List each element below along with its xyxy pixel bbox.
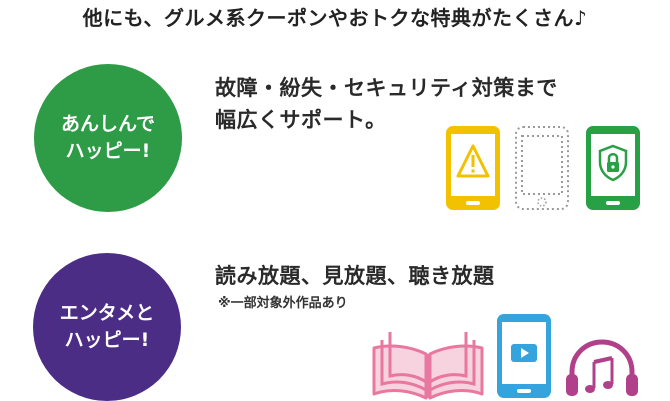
badge-line-2: ハッピー! bbox=[64, 329, 150, 351]
badge-line-1: あんしんで bbox=[60, 113, 156, 135]
tablet-play-icon bbox=[497, 314, 551, 398]
badge-line-2: ハッピー! bbox=[65, 140, 151, 162]
title-line-1: 読み放題、見放題、聴き放題 bbox=[215, 264, 495, 288]
title-line-1: 故障・紛失・セキュリティ対策まで bbox=[215, 76, 558, 100]
title-line-2: 幅広くサポート。 bbox=[215, 108, 387, 132]
open-book-icon bbox=[372, 332, 484, 400]
phone-shield-icon bbox=[586, 126, 640, 210]
badge-line-1: エンタメと bbox=[59, 302, 155, 324]
phone-warning-icon bbox=[446, 126, 500, 210]
headphones-music-icon bbox=[566, 339, 638, 396]
badge-anshin: あんしんで ハッピー! bbox=[34, 64, 182, 212]
exclusion-note: ※一部対象外作品あり bbox=[218, 296, 348, 311]
section-title-support: 故障・紛失・セキュリティ対策まで 幅広くサポート。 bbox=[215, 72, 558, 136]
page-heading: 他にも、グルメ系クーポンやおトクな特典がたくさん♪ bbox=[82, 6, 588, 30]
section-title-entertainment: 読み放題、見放題、聴き放題 bbox=[215, 260, 495, 292]
badge-entame: エンタメと ハッピー! bbox=[33, 253, 181, 401]
phone-lost-icon bbox=[515, 126, 569, 210]
